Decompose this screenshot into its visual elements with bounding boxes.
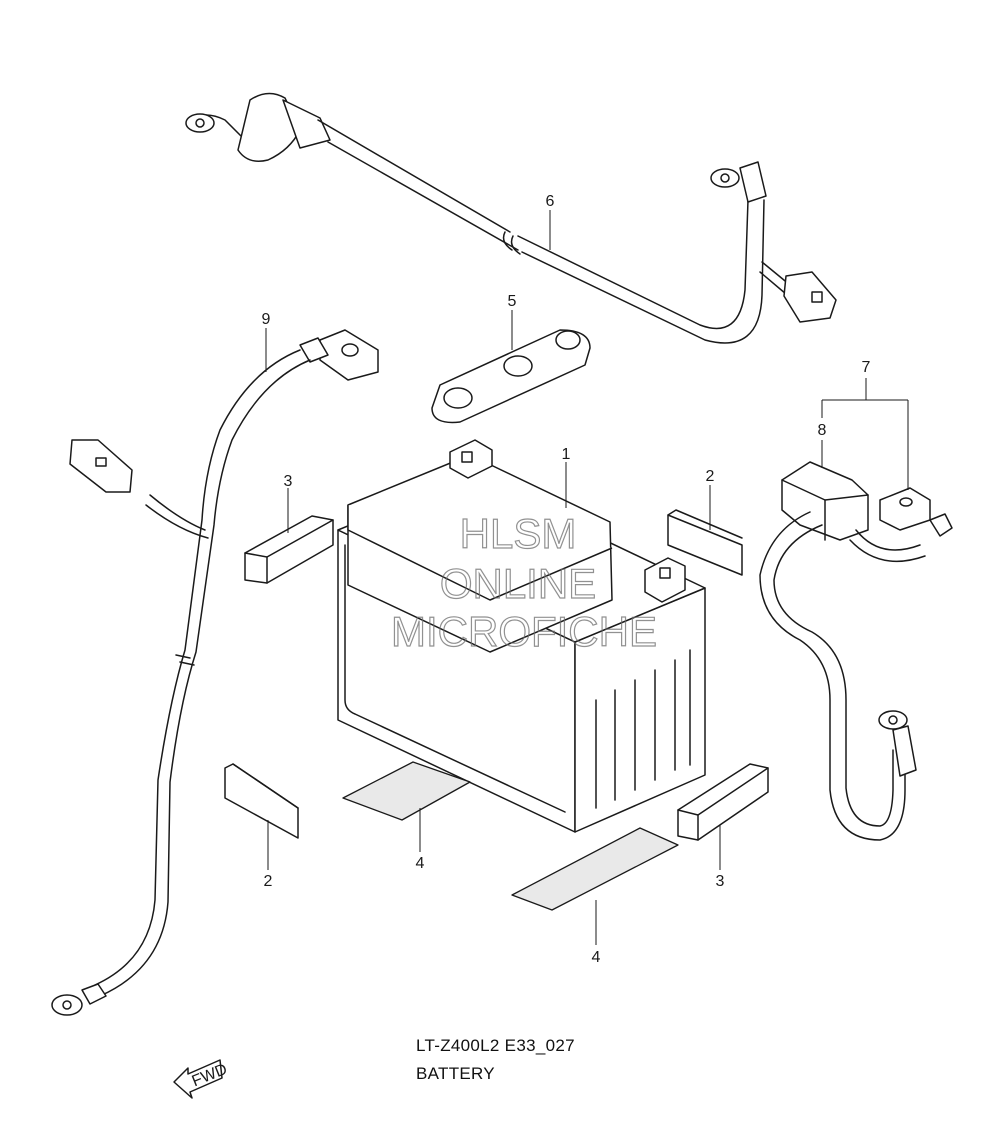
callout-sheet-bottom: 4 [592,949,601,966]
callout-pad-top-left: 3 [284,473,293,490]
sheet-4-center [342,761,471,852]
callout-cover-8: 8 [818,422,827,439]
pad-2-top-right [667,485,743,576]
pad-3-top-left [244,488,334,584]
callout-terminal-cover: 5 [508,293,517,310]
lead-wire-9 [51,328,379,1016]
callout-lead-wire-top: 6 [546,193,555,210]
callout-pad-bottom-left: 2 [264,873,273,890]
callout-sheet-center: 4 [416,855,425,872]
sheet-4-bottom [511,827,679,945]
diagram-title: BATTERY [416,1064,495,1083]
pad-3-bottom-right [677,763,769,870]
pad-2-bottom-left [224,763,299,870]
callout-pad-bottom-right: 3 [716,873,725,890]
watermark-line-2: ONLINE [440,560,596,607]
watermark: HLSM ONLINE MICROFICHE [390,509,657,655]
fwd-arrow-icon: FWD [173,1059,230,1099]
diagram-code: LT-Z400L2 E33_027 [416,1036,575,1055]
lead-wire-6 [185,92,837,344]
watermark-line-3: MICROFICHE [391,608,657,655]
watermark-line-1: HLSM [460,510,577,557]
battery-1 [337,439,706,833]
terminal-cover-5 [431,310,591,424]
callout-lead-wire-left: 9 [262,311,271,328]
callout-battery: 1 [562,446,571,463]
lead-assembly-7 [759,378,953,841]
callout-lead-assembly: 7 [862,359,871,376]
callout-pad-top-right: 2 [706,468,715,485]
